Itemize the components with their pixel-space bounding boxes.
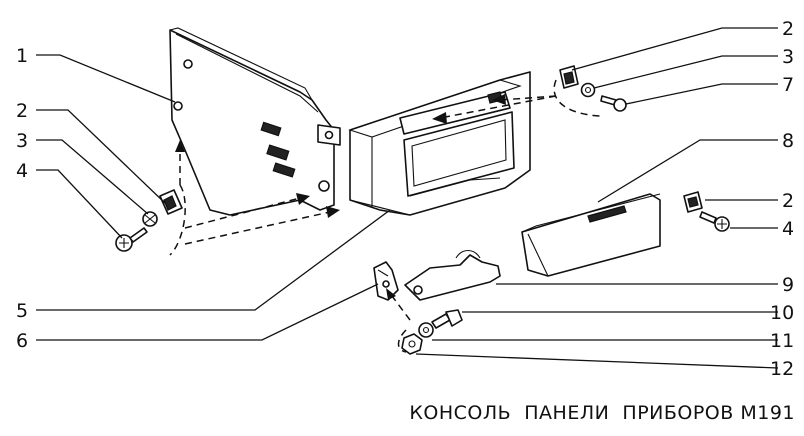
screw-4-left — [115, 227, 148, 252]
leader-lines — [36, 27, 779, 369]
washer-3-top-right — [580, 82, 596, 98]
callout-8: 8 — [782, 130, 794, 152]
console-box-part-5 — [348, 71, 531, 216]
callout-7: 7 — [782, 74, 794, 96]
callouts-right: 2 3 7 8 2 4 9 10 11 12 — [770, 18, 794, 380]
clip-2-right — [683, 191, 703, 213]
washer-11 — [418, 322, 434, 338]
screw-7 — [600, 95, 627, 112]
figure-caption: КОНСОЛЬ ПАНЕЛИ ПРИБОРОВ М191 — [409, 402, 795, 424]
clip-2-top-right — [559, 65, 579, 89]
callout-3-top-right: 3 — [782, 46, 794, 68]
callout-1: 1 — [16, 45, 28, 67]
callouts-left: 1 2 3 4 5 6 — [16, 45, 28, 352]
callout-2-left: 2 — [16, 100, 28, 122]
clip-part-6 — [373, 261, 399, 301]
clip-2-left — [159, 189, 183, 215]
bolt-10 — [431, 309, 463, 329]
callout-6: 6 — [16, 330, 28, 352]
assembly-arrows — [169, 79, 601, 353]
tray-part-8 — [521, 193, 661, 277]
callout-4-right: 4 — [782, 218, 794, 240]
nut-12 — [401, 333, 423, 355]
bracket-part-9 — [404, 249, 501, 301]
callout-10: 10 — [770, 302, 794, 324]
side-panel-part-1 — [169, 27, 341, 216]
callout-5: 5 — [16, 300, 28, 322]
callout-3-left: 3 — [16, 130, 28, 152]
callout-2-right: 2 — [782, 190, 794, 212]
callout-4-left: 4 — [16, 160, 28, 182]
callout-2-top-right: 2 — [782, 18, 794, 40]
callout-9: 9 — [782, 274, 794, 296]
washer-3-left — [142, 211, 158, 227]
screw-4-right — [699, 211, 730, 232]
callout-12: 12 — [770, 358, 794, 380]
callout-11: 11 — [770, 330, 794, 352]
